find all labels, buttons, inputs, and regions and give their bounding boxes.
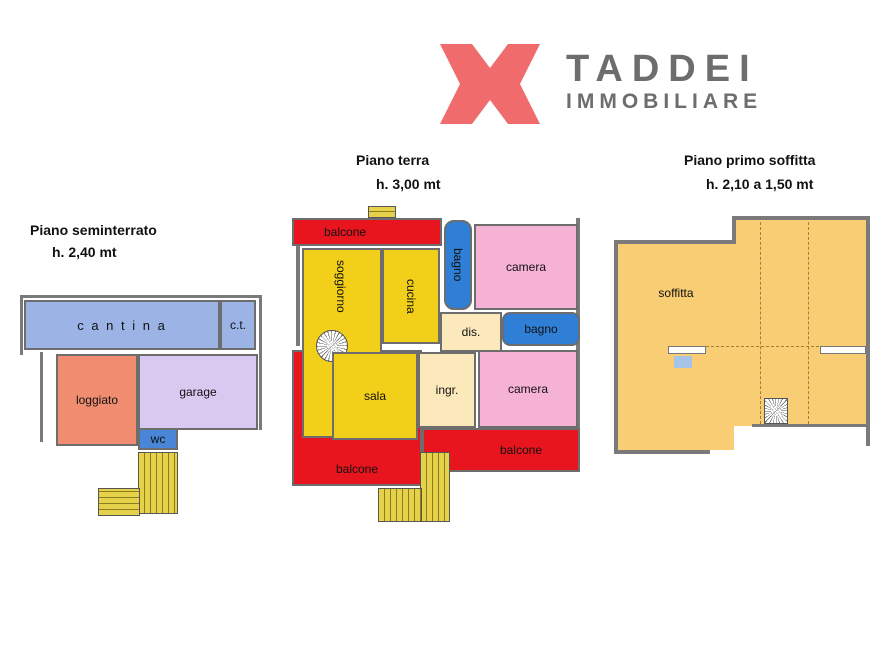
basement-height: h. 2,40 mt (52, 244, 117, 260)
room-camera-1: camera (474, 224, 578, 310)
attic-area (710, 244, 736, 426)
dashed-guide (706, 346, 864, 347)
wall (614, 240, 736, 244)
room-ingresso: ingr. (418, 352, 476, 428)
wall (732, 216, 870, 220)
ground-title: Piano terra (356, 152, 430, 168)
wall (40, 352, 43, 442)
wall (296, 246, 300, 346)
wall (866, 216, 870, 446)
room-bagno-2: bagno (502, 312, 580, 346)
chimney-opening (668, 346, 706, 354)
wall (614, 450, 710, 454)
bagno-1-label: bagno (451, 248, 465, 282)
room-garage: garage (138, 354, 258, 430)
attic-title: Piano primo soffitta (684, 152, 816, 168)
stairs-icon (138, 452, 178, 514)
stairs-icon (378, 488, 422, 522)
basement-title: Piano seminterrato (30, 222, 157, 238)
room-cantina: c a n t i n a (24, 300, 220, 350)
room-balcone-top: balcone (292, 218, 442, 246)
room-wc: wc (138, 428, 178, 450)
brand-name: TADDEI (566, 48, 759, 90)
wall (20, 295, 23, 355)
room-disimpegno: dis. (440, 312, 502, 352)
wall (732, 216, 736, 244)
attic-area (736, 220, 866, 426)
room-centrale-termica: c.t. (220, 300, 256, 350)
taddei-logo-icon (440, 44, 540, 124)
wall (20, 295, 262, 298)
stairs-icon (420, 452, 450, 522)
chimney-opening (820, 346, 866, 354)
dashed-guide (808, 222, 809, 424)
wall (752, 424, 866, 427)
wall (614, 240, 618, 454)
stairs-icon (368, 206, 396, 218)
brand-subtitle: IMMOBILIARE (566, 90, 763, 113)
stairs-icon (98, 488, 140, 516)
spiral-stair-icon (764, 398, 788, 424)
room-bagno-1: bagno (444, 220, 472, 310)
cucina-label: cucina (404, 278, 418, 314)
dashed-guide (760, 222, 761, 424)
attic-height: h. 2,10 a 1,50 mt (706, 176, 814, 192)
soggiorno-label: soggiorno (334, 260, 348, 313)
room-loggiato: loggiato (56, 354, 138, 446)
room-cucina: cucina (382, 248, 440, 344)
wall (259, 295, 262, 430)
skylight (674, 356, 692, 368)
room-camera-2: camera (478, 350, 578, 428)
room-sala: sala (332, 352, 418, 440)
ground-height: h. 3,00 mt (376, 176, 441, 192)
